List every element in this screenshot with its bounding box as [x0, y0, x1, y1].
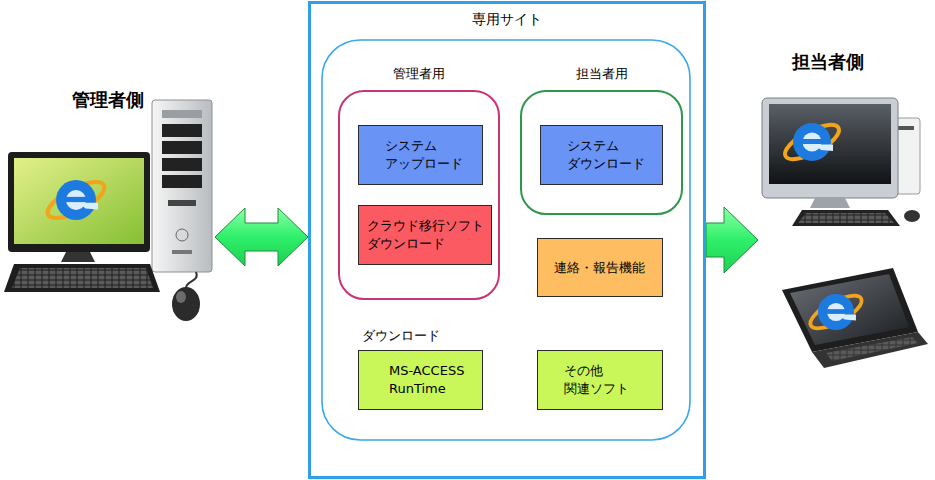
- monitor-bezel: [8, 152, 150, 252]
- user-group: 担当者用システム ダウンロード: [520, 90, 683, 215]
- tower-slot: [168, 200, 196, 206]
- box-label: 連絡・報告機能: [542, 259, 657, 277]
- monitor-bezel: [762, 98, 898, 198]
- monitor-screen: [769, 104, 891, 184]
- tower-slot: [162, 110, 202, 118]
- drive-bay: [162, 175, 202, 188]
- monitor-screen: [14, 158, 144, 244]
- side-heading: 管理者側: [0, 88, 215, 111]
- double-block-arrow: [215, 208, 308, 266]
- keyboard: [792, 210, 900, 226]
- pc-tower: [152, 100, 212, 272]
- staff-laptop: [782, 268, 928, 368]
- monitor-stand: [61, 252, 95, 262]
- mouse: [172, 287, 200, 321]
- staff-desktop: [762, 98, 920, 226]
- block-arrow: [706, 207, 758, 273]
- ie-logo: [806, 289, 866, 334]
- monitor-stand: [810, 198, 850, 208]
- computer-group: 担当者側: [758, 50, 935, 380]
- user-group: 管理者用システム アップロードクラウド移行ソフト ダウンロード: [338, 90, 500, 300]
- drive-bay: [162, 141, 202, 154]
- drive-bay: [162, 158, 202, 171]
- laptop-screen: [790, 274, 909, 345]
- box-label: システム アップロード: [385, 137, 477, 172]
- computer-group: 管理者側: [0, 88, 215, 330]
- box-label: システム ダウンロード: [567, 137, 657, 172]
- laptop-base: [812, 332, 928, 368]
- keyboard-keys: [12, 268, 153, 288]
- ie-logo: [780, 118, 843, 166]
- section-label: ダウンロード: [362, 327, 440, 345]
- mouse-cable: [186, 272, 197, 288]
- group-heading: 管理者用: [340, 66, 498, 83]
- function-box: 連絡・報告機能: [537, 238, 663, 297]
- mouse-highlight: [176, 291, 186, 303]
- function-box: クラウド移行ソフト ダウンロード: [358, 205, 492, 265]
- keyboard-keys: [826, 337, 918, 361]
- box-label: MS-ACCESS RunTime: [389, 362, 477, 397]
- box-label: クラウド移行ソフト ダウンロード: [367, 217, 486, 252]
- site-heading: 専用サイト: [311, 10, 703, 28]
- mouse: [904, 210, 920, 222]
- drive-bay: [162, 124, 202, 137]
- admin-computer: [4, 100, 212, 321]
- keyboard: [4, 264, 160, 292]
- function-box: システム アップロード: [358, 125, 483, 185]
- tower-slot: [172, 250, 192, 254]
- site-panel: 専用サイト管理者用システム アップロードクラウド移行ソフト ダウンロード担当者用…: [308, 1, 706, 479]
- box-label: その他 関連ソフト: [564, 362, 657, 397]
- ie-logo: [43, 175, 109, 225]
- function-box: MS-ACCESS RunTime: [358, 350, 483, 410]
- function-box: その他 関連ソフト: [537, 350, 663, 410]
- power-button: [176, 229, 188, 241]
- keyboard-keys: [798, 213, 894, 223]
- group-heading: 担当者用: [522, 66, 681, 83]
- site-inner-frame: [322, 40, 690, 440]
- side-heading: 担当者側: [758, 50, 935, 73]
- function-box: システム ダウンロード: [540, 125, 663, 185]
